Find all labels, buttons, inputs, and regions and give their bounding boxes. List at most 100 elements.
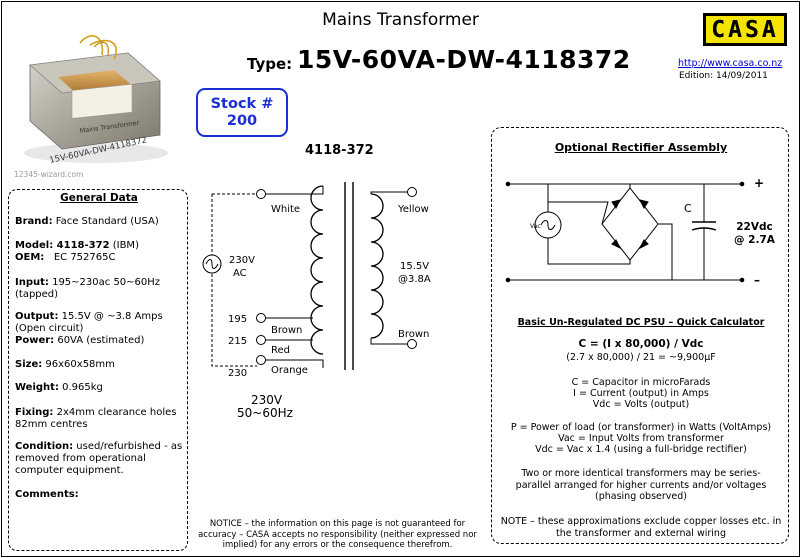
rail-dot-top-right — [739, 181, 745, 187]
condition-label: Condition: — [15, 441, 74, 452]
primary-coil — [310, 185, 324, 355]
plus-label: + — [754, 176, 764, 190]
ac-sine-icon — [205, 259, 219, 269]
label-brown-primary: Brown — [271, 325, 302, 336]
fixing-value: 2x4mm clearance holes — [53, 407, 177, 418]
def-vdc: Vdc = Volts (output) — [592, 399, 690, 410]
output-voltage: 22Vdc — [736, 221, 773, 233]
condition-note-2: computer equipment. — [15, 465, 124, 476]
fixing-note: 82mm centres — [15, 419, 88, 430]
comments-label: Comments: — [15, 489, 79, 500]
input-row: Input: 195~230ac 50~60Hz — [15, 277, 187, 289]
website-link[interactable]: http://www.casa.co.nz — [678, 58, 783, 69]
terminal-yellow — [407, 187, 417, 197]
label-red: Red — [271, 345, 290, 356]
type-value: 15V-60VA-DW-4118372 — [297, 45, 631, 74]
output-current: @ 2.7A — [734, 234, 775, 246]
size-row: Size: 96x60x58mm — [15, 359, 187, 371]
vac-sine-icon — [540, 220, 556, 230]
brand-row: Brand: Face Standard (USA) — [15, 216, 187, 228]
diode-4 — [638, 239, 649, 250]
lead-white — [266, 186, 324, 195]
input-label: Input: — [15, 277, 49, 288]
weight-row: Weight: 0.965kg — [15, 382, 187, 394]
weight-value: 0.965kg — [58, 382, 103, 393]
vac-wires — [547, 184, 596, 265]
label-tap-215: 215 — [228, 336, 247, 347]
lead-orange — [266, 359, 324, 368]
page-title: Mains Transformer — [322, 10, 479, 30]
series-parallel-note: Two or more identical transformers may b… — [515, 468, 767, 502]
label-230v: 230V — [229, 255, 255, 266]
logo-text: CASA — [711, 16, 779, 43]
stock-number: 200 — [226, 113, 258, 129]
fixing-row: Fixing: 2x4mm clearance holes — [15, 407, 187, 419]
minus-label: – — [754, 273, 760, 287]
terminal-195 — [256, 313, 266, 323]
oem-label: OEM: — [15, 252, 45, 263]
def-capacitor: C = Capacitor in microFarads — [571, 377, 711, 388]
general-data-heading: General Data — [60, 192, 138, 204]
transformer-photo: Mains Transformer 15V-60VA-DW-4118372 — [24, 35, 168, 166]
rectifier-heading: Optional Rectifier Assembly — [554, 141, 728, 154]
label-tap-195: 195 — [228, 314, 247, 325]
terminal-215 — [256, 335, 266, 345]
oem-row: OEM: EC 752765C — [15, 252, 187, 264]
size-label: Size: — [15, 359, 43, 370]
fixing-label: Fixing: — [15, 407, 54, 418]
photo-watermark: 12345-wizard.com — [14, 170, 84, 179]
condition-row: Condition: used/refurbished - as — [15, 441, 187, 453]
bridge-wires — [596, 184, 673, 280]
power-value: 60VA (estimated) — [54, 335, 145, 346]
disclaimer-notice: NOTICE – the information on this page is… — [198, 519, 477, 550]
def-current: I = Current (output) in Amps — [573, 388, 709, 399]
output-value: 15.5V @ ~3.8 Amps — [58, 311, 163, 322]
label-yellow: Yellow — [397, 204, 429, 215]
terminal-brown-secondary — [407, 339, 417, 349]
diode-1 — [611, 199, 621, 209]
rail-dot-bottom-left — [505, 277, 511, 283]
power-label: Power: — [15, 335, 55, 346]
def-power: P = Power of load (or transformer) in Wa… — [510, 422, 772, 433]
output-row: Output: 15.5V @ ~3.8 Amps — [15, 311, 187, 323]
rectifier-panel: Optional Rectifier Assembly — [491, 127, 789, 544]
output-voltage-label: 22Vdc @ 2.7A — [734, 221, 775, 247]
wiring-diagram: White 230V AC 195 215 230 Brown Red Oran… — [202, 182, 431, 379]
diagram-caption-freq: 50~60Hz — [237, 406, 293, 420]
cap-label: C — [684, 202, 692, 215]
model-label: Model: — [15, 240, 54, 251]
output-label: Output: — [15, 311, 59, 322]
copper-losses-note: NOTE – these approximations exclude copp… — [500, 516, 782, 539]
oem-value: EC 752765C — [44, 252, 116, 263]
secondary-coil — [370, 193, 384, 339]
model-id-heading: 4118-372 — [305, 143, 374, 158]
general-data-panel: General Data Brand: Face Standard (USA) … — [8, 189, 188, 551]
def-vac: Vac = Input Volts from transformer — [558, 433, 724, 444]
condition-value: used/refurbished - as — [73, 441, 183, 452]
lead-brown-secondary — [370, 338, 407, 345]
rail-dot-bottom-right — [739, 277, 745, 283]
label-brown-secondary: Brown — [398, 329, 429, 340]
stock-label: Stock # — [210, 96, 274, 112]
model-suffix: (IBM) — [109, 240, 139, 251]
power-row: Power: 60VA (estimated) — [15, 335, 187, 347]
label-orange: Orange — [271, 365, 308, 376]
diagram-caption-volts: 230V — [251, 393, 283, 407]
input-value: 195~230ac 50~60Hz — [48, 277, 161, 288]
condition-note-1: removed from operational — [15, 453, 146, 464]
formula-text: C = (I x 80,000) / Vdc — [578, 338, 704, 350]
stock-badge: Stock # 200 — [196, 88, 288, 137]
label-ac: AC — [233, 268, 247, 279]
output-note: (Open circuit) — [15, 323, 84, 334]
label-white: White — [271, 204, 300, 215]
def-vdc-formula: Vdc = Vac x 1.4 (using a full-bridge rec… — [535, 444, 747, 455]
diode-3 — [611, 239, 622, 250]
edition-date: Edition: 14/09/2011 — [679, 71, 768, 81]
comments-row: Comments: — [15, 489, 187, 501]
calc-example: (2.7 x 80,000) / 21 = ~9,900µF — [566, 352, 716, 363]
bridge-diamond — [601, 187, 659, 261]
label-tap-230: 230 — [228, 368, 247, 379]
model-row: Model: 4118-372 (IBM) — [15, 240, 187, 252]
calc-formula: C = (I x 80,000) / Vdc — [496, 338, 786, 351]
